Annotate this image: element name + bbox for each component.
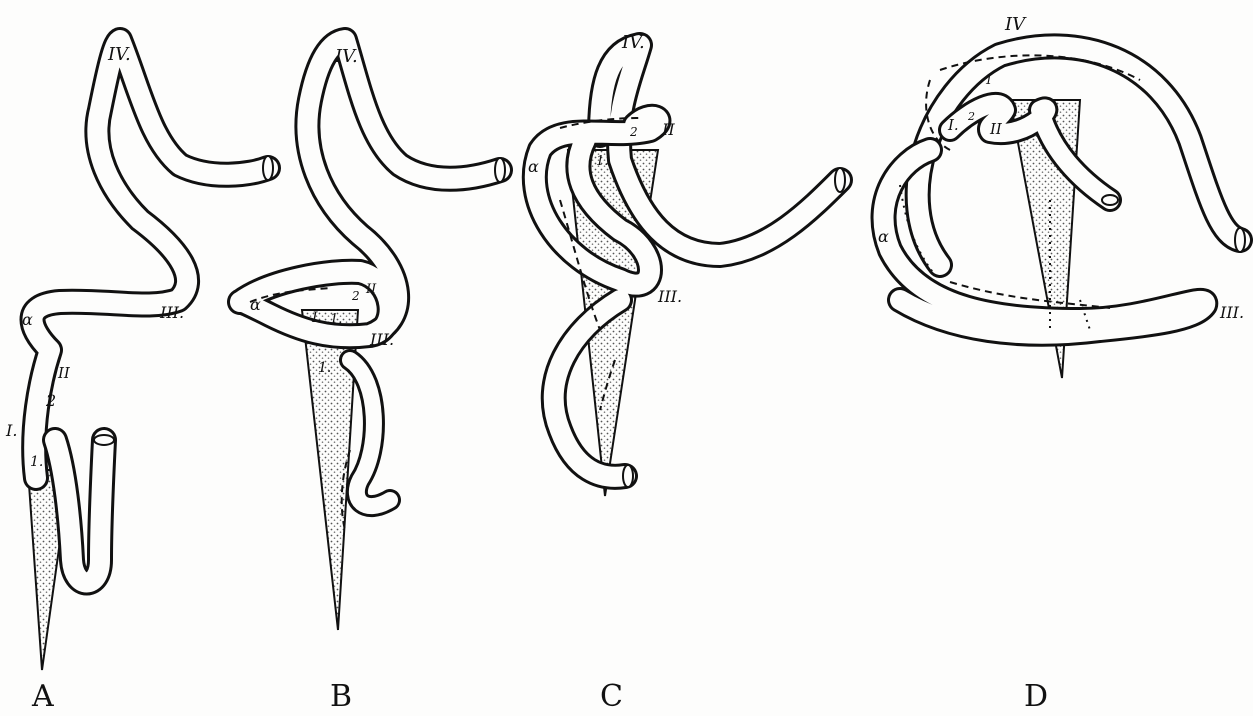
figure-a-caption: A xyxy=(31,679,54,714)
figure-b: IV. III. II I α 1. 2 1. B xyxy=(240,40,505,714)
figure-d-label-iii: III. xyxy=(1219,303,1244,322)
figure-a-tube-end xyxy=(94,435,114,445)
figure-b-label-iii: III. xyxy=(369,330,394,349)
figure-d-label-iv: IV xyxy=(1004,14,1027,35)
figure-a-label-1: 1. xyxy=(30,454,43,470)
figure-b-label-ii: II xyxy=(365,282,377,297)
figure-d-outer-ring-fill xyxy=(918,46,1240,265)
figure-d-tube-end xyxy=(1235,228,1245,252)
figure-a-label-iii: III. xyxy=(159,303,184,322)
figure-d-caption: D xyxy=(1024,679,1048,714)
figure-b-label-1b: 1. xyxy=(318,360,331,376)
figure-a-label-iv: IV. xyxy=(107,44,131,65)
figure-d-label-i: I. xyxy=(947,116,959,134)
figure-c-tube-end-low xyxy=(623,465,633,487)
figure-b-label-iv: IV. xyxy=(334,46,358,67)
figure-d: IV III. II I. α 1 2 D xyxy=(878,14,1245,714)
figure-d-label-1: 1 xyxy=(985,73,993,87)
figure-a: IV. III. II I. α 1. 2 A xyxy=(5,40,273,714)
figure-b-label-alpha: α xyxy=(250,295,261,314)
figure-c-label-1: 1. xyxy=(596,154,608,169)
figure-b-caption: B xyxy=(330,679,352,714)
figure-d-tube-end-inner xyxy=(1102,195,1118,205)
figure-c: IV. III. II α 1. 2 C xyxy=(528,32,845,714)
figure-c-label-iv: IV. xyxy=(621,32,645,53)
figure-a-label-i: I. xyxy=(5,421,17,440)
figure-b-label-1: 1. xyxy=(330,312,342,327)
figure-c-tube-end xyxy=(835,168,845,192)
figure-c-label-alpha: α xyxy=(528,157,539,176)
figure-c-label-ii: II xyxy=(661,120,675,139)
figure-a-tube-end-top xyxy=(263,156,273,180)
figure-c-label-iii: III. xyxy=(657,287,682,306)
figure-a-label-2: 2 xyxy=(45,391,56,410)
figure-a-tube-fill xyxy=(33,40,269,478)
figure-a-label-alpha: α xyxy=(22,310,33,329)
figure-d-label-2: 2 xyxy=(967,110,975,123)
figure-a-label-ii: II xyxy=(57,364,71,382)
figure-b-label-2: 2 xyxy=(351,289,360,303)
figure-c-caption: C xyxy=(600,679,623,714)
figure-c-label-2: 2 xyxy=(629,125,638,139)
figure-b-label-i: I xyxy=(311,310,318,326)
figure-d-label-ii: II xyxy=(989,120,1003,138)
figure-d-label-alpha: α xyxy=(878,227,889,246)
figure-b-tube-end xyxy=(495,158,505,182)
